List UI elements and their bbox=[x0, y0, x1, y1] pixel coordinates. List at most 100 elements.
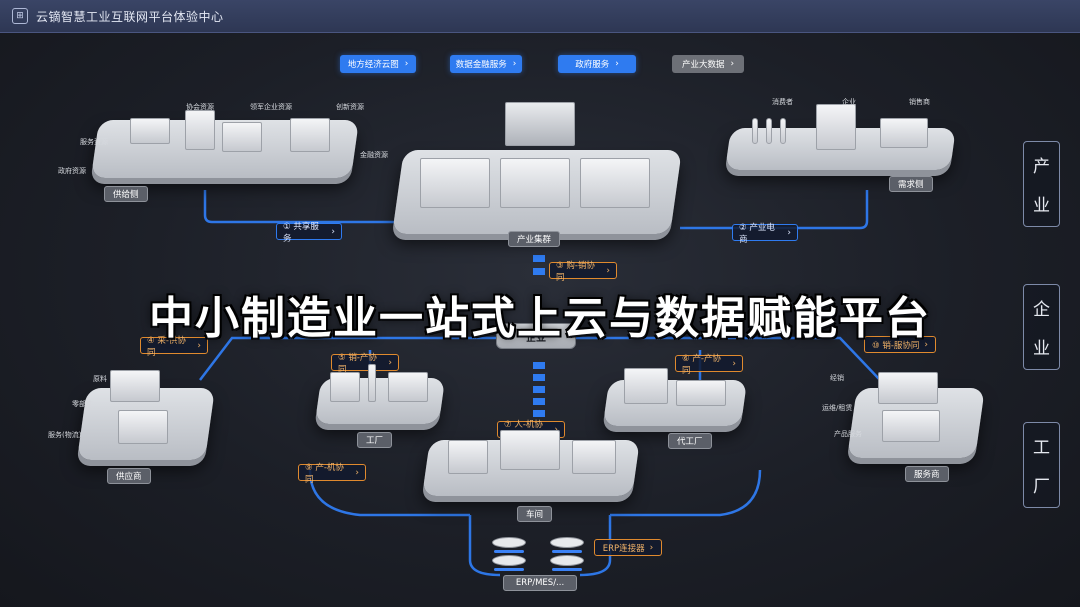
label-demand-side[interactable]: 需求侧 bbox=[889, 176, 933, 192]
label-supplier[interactable]: 供应商 bbox=[107, 468, 151, 484]
database-stripe bbox=[552, 550, 582, 553]
chevron-right-icon: › bbox=[649, 542, 654, 553]
note-association: 协会资源 bbox=[186, 103, 214, 111]
building bbox=[580, 158, 650, 208]
side-nav-factory[interactable]: 工 厂 bbox=[1023, 422, 1060, 508]
note-components: 零部件 bbox=[72, 400, 93, 408]
app-title: 云镝智慧工业互联网平台体验中心 bbox=[36, 9, 224, 24]
machine-icon bbox=[572, 440, 616, 474]
enterprise-hub[interactable]: 企业 bbox=[496, 323, 576, 349]
building bbox=[420, 158, 490, 208]
building bbox=[222, 122, 262, 152]
database-stripe bbox=[552, 568, 582, 571]
building bbox=[878, 372, 938, 404]
pill-buy-sell[interactable]: ③ 购-销协同› bbox=[549, 261, 617, 283]
database-disk bbox=[492, 555, 526, 566]
side-nav-char: 工 bbox=[1033, 438, 1050, 458]
building bbox=[290, 118, 330, 152]
pill-procure-supply[interactable]: ④ 采-供协同› bbox=[140, 336, 208, 358]
app-logo-icon: ⊞ bbox=[12, 8, 28, 24]
pill-sell-produce[interactable]: ⑤ 销-产协同 › bbox=[331, 353, 399, 375]
label-oem-factory[interactable]: 代工厂 bbox=[668, 433, 712, 449]
note-service-resources: 服务资源 bbox=[80, 138, 108, 146]
tab-government[interactable]: 政府服务› bbox=[558, 55, 636, 73]
label-industry-cluster[interactable]: 产业集群 bbox=[508, 231, 561, 247]
building bbox=[130, 118, 170, 144]
building bbox=[500, 158, 570, 208]
chevron-right-icon: › bbox=[512, 59, 517, 69]
note-distribution: 经销 bbox=[830, 374, 844, 382]
building bbox=[388, 372, 428, 402]
chevron-right-icon: › bbox=[730, 59, 735, 69]
chevron-right-icon: › bbox=[388, 357, 392, 368]
tab-label: 产业大数据 bbox=[681, 60, 725, 70]
pill-label: ⑤ 销-产协同 bbox=[338, 352, 377, 375]
pill-shared-services[interactable]: ① 共享服务 › bbox=[276, 222, 342, 244]
pill-erp-connector[interactable]: ERP连接器 › bbox=[594, 539, 662, 556]
label-factory[interactable]: 工厂 bbox=[357, 432, 393, 448]
pill-industry-ecommerce[interactable]: ② 产业电商 › bbox=[732, 223, 798, 245]
note-raw-material: 原料 bbox=[93, 375, 107, 383]
label-supply-side[interactable]: 供给侧 bbox=[104, 186, 148, 202]
chevron-right-icon: › bbox=[331, 226, 335, 237]
database-disk bbox=[492, 537, 526, 548]
database-stripe bbox=[494, 550, 524, 553]
pill-label: ① 共享服务 bbox=[283, 221, 319, 244]
chevron-right-icon: › bbox=[787, 227, 791, 238]
note-leading-enterprise: 领军企业资源 bbox=[250, 103, 292, 111]
label-service-provider[interactable]: 服务商 bbox=[905, 466, 949, 482]
side-nav-enterprise[interactable]: 企 业 bbox=[1023, 284, 1060, 370]
tab-industry-bigdata[interactable]: 产业大数据 › bbox=[672, 55, 744, 73]
note-government-resources: 政府资源 bbox=[58, 167, 86, 175]
chevron-right-icon: › bbox=[732, 358, 736, 369]
side-nav-char: 产 bbox=[1033, 157, 1050, 177]
side-nav-char: 企 bbox=[1033, 300, 1050, 320]
chevron-right-icon: › bbox=[355, 467, 359, 478]
pill-label: ④ 采-供协同 bbox=[147, 335, 186, 358]
note-consumer: 消费者 bbox=[772, 98, 793, 106]
pill-label: ⑥ 产-产协同 bbox=[682, 353, 721, 376]
pill-label: ⑩ 销-服协同 bbox=[872, 340, 920, 351]
pill-prod-machine[interactable]: ⑨ 产-机协同 › bbox=[298, 463, 366, 485]
building bbox=[185, 110, 215, 150]
tab-data-finance[interactable]: 数据金融服务 › bbox=[450, 55, 522, 73]
database-disk bbox=[550, 537, 584, 548]
chevron-right-icon: › bbox=[924, 339, 928, 350]
side-nav-industry[interactable]: 产 业 bbox=[1023, 141, 1060, 227]
pill-label: ② 产业电商 bbox=[739, 222, 775, 245]
building bbox=[330, 372, 360, 402]
robot-arm-icon bbox=[500, 430, 560, 470]
tab-local-economy[interactable]: 地方经济云图› bbox=[340, 55, 416, 73]
chimney-icon bbox=[368, 364, 376, 402]
building bbox=[676, 380, 726, 406]
note-product-service: 产品服务 bbox=[834, 430, 862, 438]
note-maintenance-leasing: 运维/租赁 bbox=[822, 404, 853, 412]
building bbox=[816, 104, 856, 150]
pill-sell-service[interactable]: ⑩ 销-服协同 › bbox=[864, 336, 936, 353]
building bbox=[118, 410, 168, 444]
chevron-right-icon: › bbox=[404, 59, 409, 69]
pill-prod-prod[interactable]: ⑥ 产-产协同 › bbox=[675, 354, 743, 376]
tab-label: 数据金融服务 bbox=[455, 60, 507, 70]
machine-icon bbox=[448, 440, 488, 474]
page-headline: 中小制造业一站式上云与数据赋能平台 bbox=[149, 293, 931, 344]
person-icon bbox=[752, 118, 758, 144]
note-finance-resources: 金融资源 bbox=[360, 151, 388, 159]
chevron-right-icon: › bbox=[606, 265, 610, 276]
note-enterprise: 企业 bbox=[842, 98, 856, 106]
shop-icon bbox=[880, 118, 928, 148]
label-erp-mes[interactable]: ERP/MES/... bbox=[503, 575, 577, 591]
building bbox=[110, 370, 160, 402]
side-nav-char: 业 bbox=[1033, 339, 1050, 359]
pill-label: ERP连接器 bbox=[602, 543, 645, 554]
label-workshop[interactable]: 车间 bbox=[517, 506, 553, 522]
building bbox=[624, 368, 668, 404]
side-nav-char: 业 bbox=[1033, 196, 1050, 216]
note-logistics: 服务(物流) bbox=[48, 431, 82, 439]
note-innovation: 创新资源 bbox=[336, 103, 364, 111]
pill-label: ⑨ 产-机协同 bbox=[305, 462, 344, 485]
tab-label: 政府服务 bbox=[575, 60, 610, 70]
note-retailer: 销售商 bbox=[909, 98, 930, 106]
